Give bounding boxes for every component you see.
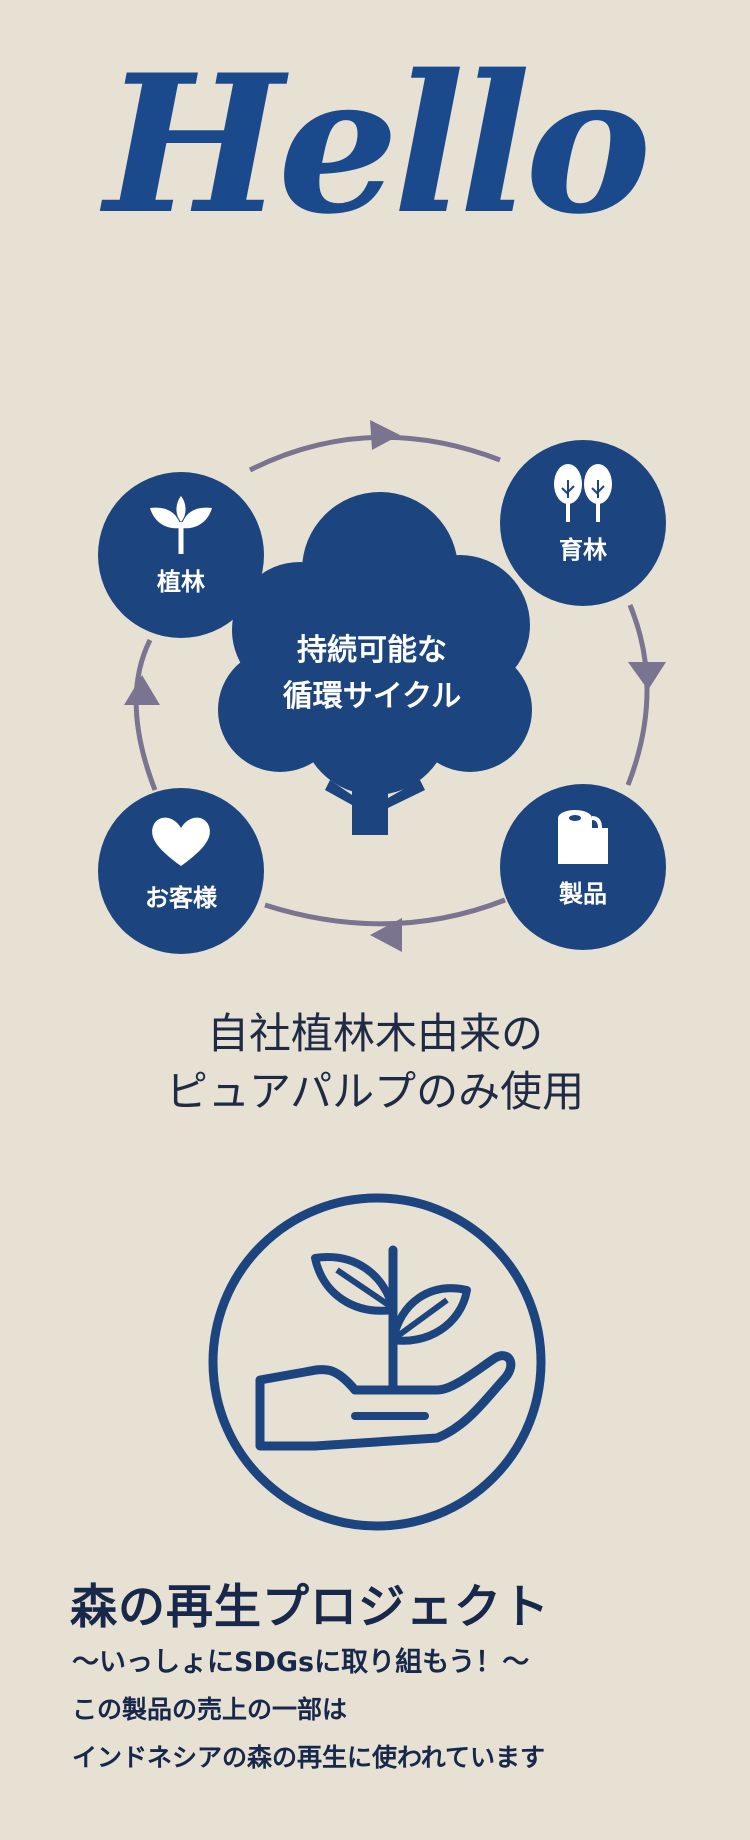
cycle-arrows [124, 420, 666, 952]
project-title: 森の再生プロジェクト [70, 1580, 550, 1635]
hand-holding-plant-icon [208, 1193, 546, 1531]
project-subtitle: ～いっしょにSDGsに取り組もう！～ [72, 1647, 530, 1678]
node-label-product: 製品 [559, 880, 607, 908]
toilet-roll-icon [558, 810, 608, 864]
sprout-icon [150, 496, 212, 554]
arrow-grow-to-product [625, 604, 650, 786]
cycle-node-planting: 植林 [98, 472, 264, 638]
project-description-line2: インドネシアの森の再生に使われています [72, 1743, 546, 1772]
cycle-center-label: 持続可能な 循環サイクル [222, 628, 522, 720]
caption-line1: 自社植林木由来の [206, 1009, 543, 1058]
arrow-product-to-customer [264, 897, 506, 927]
cycle-node-product: 製品 [500, 784, 666, 950]
tree-cloud-shape [218, 492, 532, 835]
caption-line2: ピュアパルプのみ使用 [165, 1067, 585, 1116]
arrow-customer-to-plant [133, 638, 158, 791]
sustainability-cycle-diagram: 持続可能な 循環サイクル 植林 育林 [0, 400, 750, 960]
cycle-center-line1: 持続可能な [297, 633, 447, 668]
cycle-node-customer: お客様 [98, 788, 264, 954]
arrowhead-bottom [370, 918, 402, 952]
brand-logo: Hello [104, 33, 651, 256]
node-label-growing: 育林 [559, 536, 607, 564]
node-label-planting: 植林 [157, 568, 205, 596]
arrowhead-top [370, 420, 400, 450]
pulp-caption: 自社植林木由来の ピュアパルプのみ使用 [0, 1005, 750, 1121]
arrowhead-right [628, 662, 666, 690]
project-description-line1: この製品の売上の一部は [72, 1695, 348, 1724]
node-label-customer: お客様 [145, 884, 217, 912]
cycle-node-growing: 育林 [500, 440, 666, 606]
arrowhead-left [124, 675, 160, 705]
trees-icon [554, 464, 612, 522]
cycle-center-line2: 循環サイクル [282, 679, 462, 714]
heart-icon [152, 817, 210, 866]
